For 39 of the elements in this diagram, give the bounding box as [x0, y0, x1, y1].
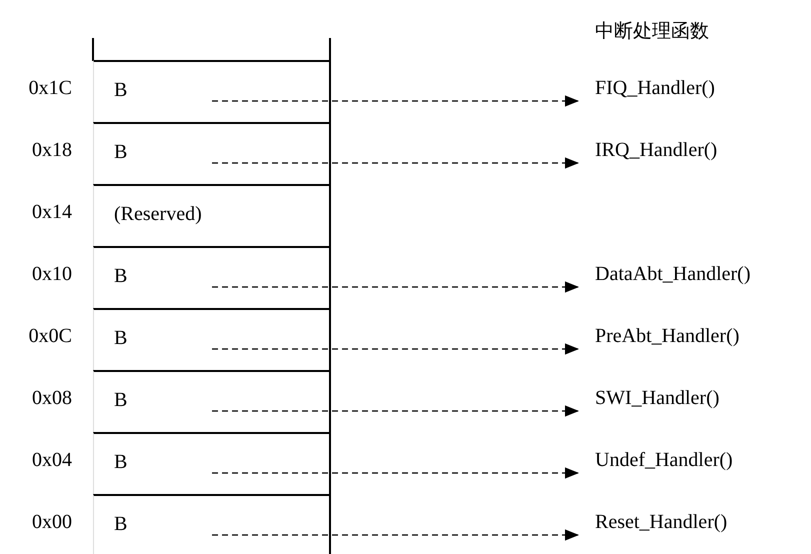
dashed-arrow: [212, 281, 579, 293]
memory-cell: [93, 60, 330, 122]
instruction-text: (Reserved): [114, 203, 202, 226]
memory-cell: [93, 184, 330, 246]
handler-function-text: PreAbt_Handler(): [595, 325, 740, 348]
instruction-text: B: [114, 389, 128, 412]
instruction-text: B: [114, 265, 128, 288]
column-heading: 中断处理函数: [595, 19, 709, 44]
dashed-arrow: [212, 405, 579, 417]
address-label: 0x18: [32, 139, 72, 162]
address-label: 0x1C: [28, 77, 72, 100]
memory-cell: [93, 246, 330, 308]
instruction-text: B: [114, 141, 128, 164]
handler-function-text: SWI_Handler(): [595, 387, 720, 410]
memory-cell: [93, 432, 330, 494]
dashed-arrow: [212, 157, 579, 169]
address-label: 0x14: [32, 201, 72, 224]
handler-function-text: FIQ_Handler(): [595, 77, 715, 100]
handler-function-text: Undef_Handler(): [595, 449, 733, 472]
memory-cell: [93, 370, 330, 432]
memory-cell: [93, 122, 330, 184]
address-label: 0x04: [32, 449, 72, 472]
memory-cell: [93, 494, 330, 554]
address-label: 0x10: [32, 263, 72, 286]
instruction-text: B: [114, 327, 128, 350]
instruction-text: B: [114, 451, 128, 474]
instruction-text: B: [114, 79, 128, 102]
dashed-arrow: [212, 529, 579, 541]
handler-function-text: IRQ_Handler(): [595, 139, 718, 162]
address-label: 0x00: [32, 511, 72, 534]
dashed-arrow: [212, 467, 579, 479]
dashed-arrow: [212, 343, 579, 355]
handler-function-text: Reset_Handler(): [595, 511, 728, 534]
instruction-text: B: [114, 513, 128, 536]
address-label: 0x08: [32, 387, 72, 410]
memory-cell: [93, 308, 330, 370]
handler-function-text: DataAbt_Handler(): [595, 263, 750, 286]
dashed-arrow: [212, 95, 579, 107]
address-label: 0x0C: [28, 325, 72, 348]
